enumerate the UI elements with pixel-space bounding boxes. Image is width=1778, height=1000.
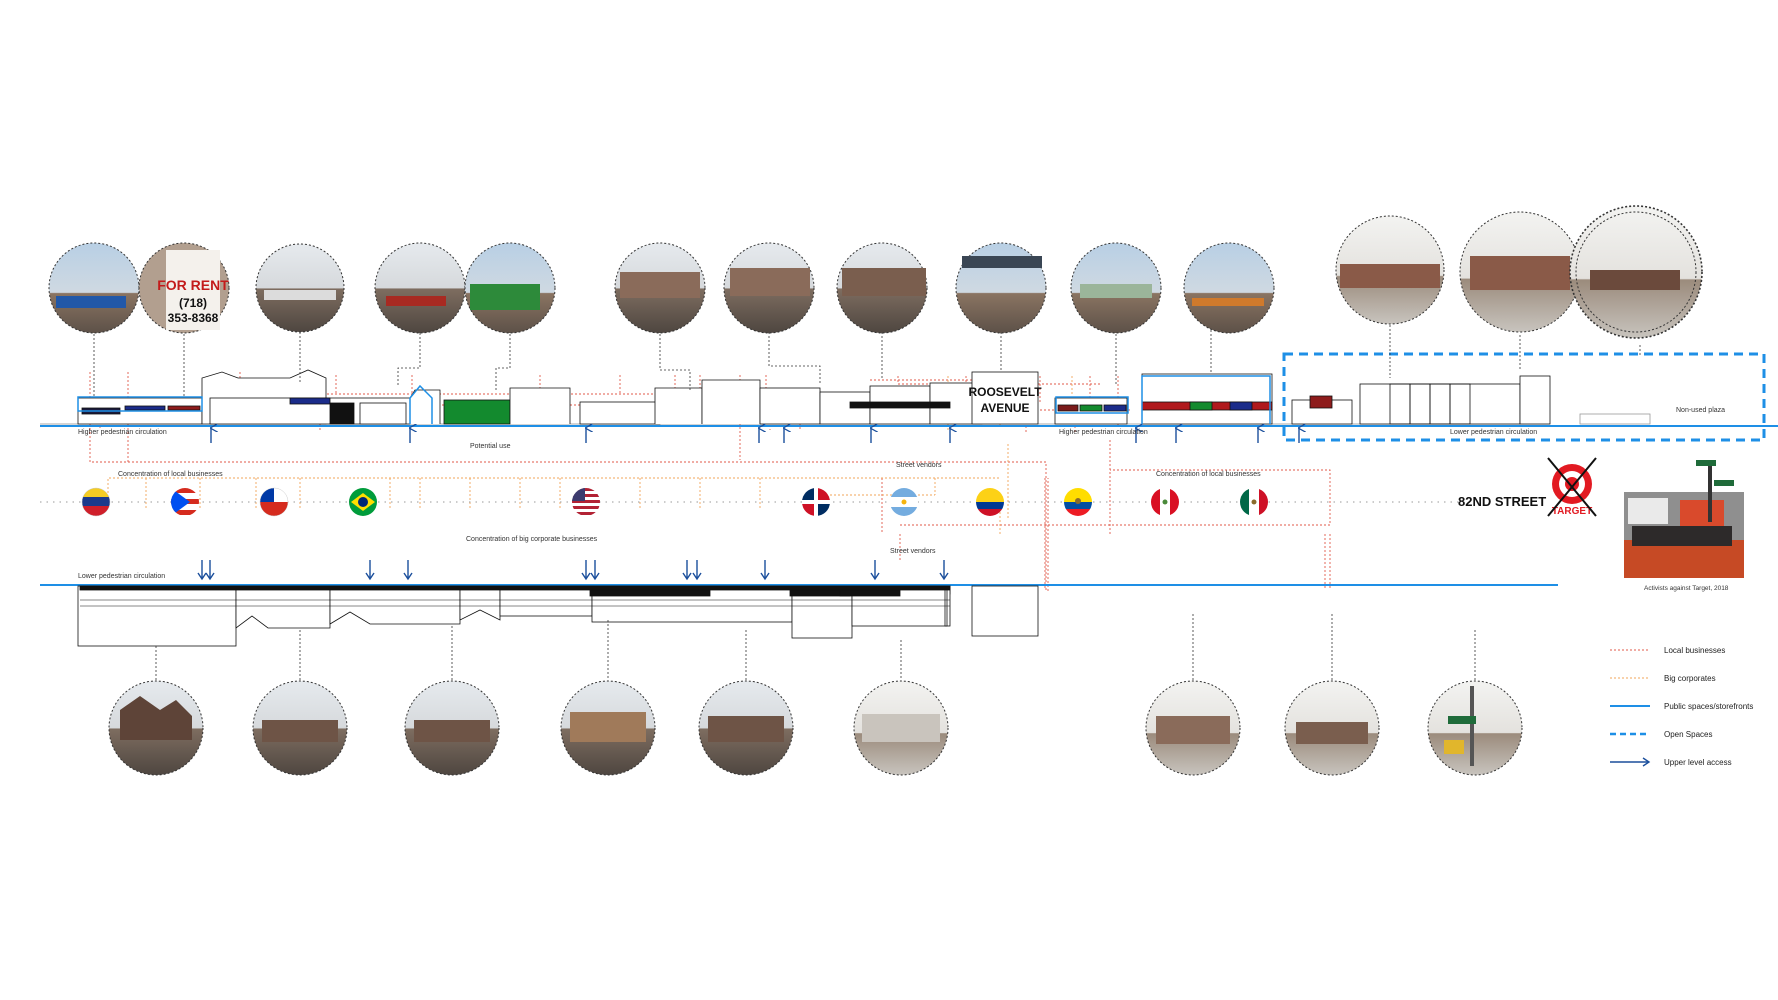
avenue-label-line2: AVENUE — [980, 401, 1029, 415]
upper-level-access-arrows — [211, 428, 1299, 443]
photo-circle — [252, 680, 348, 776]
legend-arrow-icon — [1610, 757, 1651, 767]
non-used-plaza-label: Non-used plaza — [1676, 407, 1725, 414]
legend: Local businesses Big corporates Public s… — [1610, 646, 1753, 767]
big-corporate-concentration-label: Concentration of big corporate businesse… — [466, 536, 598, 543]
photo-circle — [698, 680, 794, 776]
open-space-box — [1282, 352, 1766, 442]
public-storefront-outlines-upper — [77, 375, 1271, 424]
photo-circle — [1284, 680, 1380, 776]
activists-photo — [1624, 460, 1744, 578]
activists-photo-caption: Activists against Target, 2018 — [1644, 585, 1729, 592]
for-rent-photo-circle: FOR RENT (718) 353-8368 — [138, 242, 230, 334]
legend-open-space-label: Open Spaces — [1664, 730, 1712, 739]
lower-street-elevation — [77, 585, 1039, 647]
photo-circle — [853, 680, 949, 776]
photo-circle — [1070, 242, 1162, 334]
photo-circle — [404, 680, 500, 776]
photo-circle — [955, 242, 1047, 334]
street-vendors-top-label: Street vendors — [896, 462, 942, 469]
legend-access-label: Upper level access — [1664, 758, 1732, 767]
lower-level-access-arrows — [197, 560, 949, 581]
photo-circle — [614, 242, 706, 334]
photo-circle — [836, 242, 928, 334]
photo-circle — [464, 242, 556, 334]
local-concentration-left-label: Concentration of local businesses — [118, 471, 223, 478]
photo-circle — [1335, 215, 1445, 325]
mexico-flag-icon — [1240, 488, 1268, 516]
higher-circulation-right-label: Higher pedestrian circulation — [1059, 429, 1148, 436]
argentina-flag-icon — [890, 488, 918, 516]
usa-flag-icon — [572, 488, 600, 516]
photo-circle — [1459, 211, 1581, 333]
flag-row — [81, 487, 1268, 517]
for-rent-line2: (718) — [179, 296, 207, 310]
target-label: TARGET — [1552, 506, 1592, 517]
photo-circle — [48, 242, 140, 334]
dominican-republic-flag-icon — [802, 488, 830, 516]
chile-flag-icon — [259, 487, 289, 517]
photo-circle — [108, 680, 204, 776]
photo-circle — [1183, 242, 1275, 334]
photo-circle — [255, 243, 345, 333]
potential-use-label: Potential use — [470, 443, 511, 450]
street-name-label: 82ND STREET — [1458, 494, 1546, 509]
upper-street-elevation — [40, 369, 1651, 425]
photo-circle — [374, 242, 466, 334]
photo-circle — [1427, 680, 1523, 776]
legend-public-label: Public spaces/storefronts — [1664, 702, 1753, 711]
avenue-label-line1: ROOSEVELT — [968, 385, 1042, 399]
lower-circulation-left-label: Lower pedestrian circulation — [78, 573, 165, 580]
colombia-flag-icon — [976, 488, 1004, 516]
target-crossed-icon: TARGET — [1547, 457, 1597, 517]
for-rent-line3: 353-8368 — [168, 311, 219, 325]
venezuela-flag-icon — [81, 487, 111, 517]
peru-flag-icon — [1151, 488, 1179, 516]
legend-local-label: Local businesses — [1664, 646, 1725, 655]
photo-circle — [1145, 680, 1241, 776]
local-concentration-right-label: Concentration of local businesses — [1156, 471, 1261, 478]
photo-circle — [560, 680, 656, 776]
puerto-rico-flag-icon — [171, 488, 199, 516]
lower-circulation-right-label: Lower pedestrian circulation — [1450, 429, 1537, 436]
street-vendors-bottom-label: Street vendors — [890, 548, 936, 555]
for-rent-line1: FOR RENT — [157, 277, 229, 293]
ecuador-flag-icon — [1064, 488, 1092, 516]
photo-circle — [1569, 205, 1703, 339]
legend-corporate-label: Big corporates — [1664, 674, 1716, 683]
photo-circle — [723, 242, 815, 334]
upper-photo-circles: FOR RENT (718) 353-8368 — [48, 205, 1703, 398]
lower-photo-circles — [108, 614, 1523, 776]
higher-circulation-left-label: Higher pedestrian circulation — [78, 429, 167, 436]
brazil-flag-icon — [349, 488, 377, 516]
